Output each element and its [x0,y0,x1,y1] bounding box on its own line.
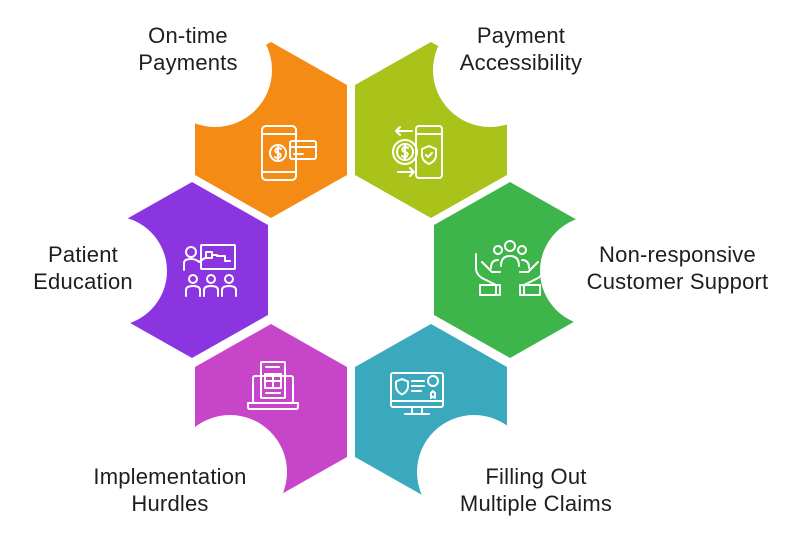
classroom-presentation-icon [183,244,237,297]
hexagon-payment-accessibility [355,42,507,218]
secure-transfer-icon [392,125,443,179]
hands-support-icon [475,240,545,296]
hexagon-filling-out-multiple-claims [355,324,507,500]
mobile-payment-icon [261,125,317,181]
hexagon-implementation-hurdles [195,324,347,500]
hexagon-on-time-payments [195,42,347,218]
hexagon-non-responsive-customer-support [434,182,586,358]
monitor-claims-icon [390,372,444,415]
hexagon-patient-education [116,182,268,358]
laptop-document-icon [247,361,299,410]
